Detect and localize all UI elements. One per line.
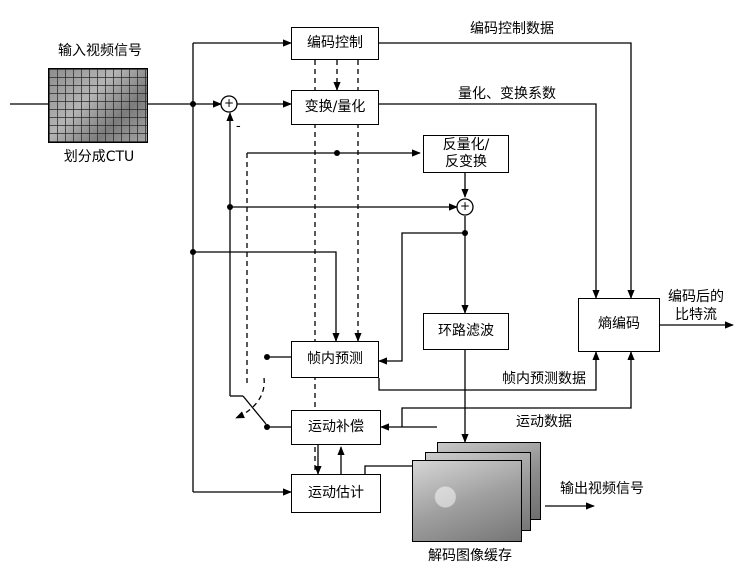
minus-sign: - <box>236 119 241 134</box>
inverse-transform-block: 反量化/ 反变换 <box>423 135 509 173</box>
entropy-coding-block: 熵编码 <box>578 298 660 352</box>
motion-data-label: 运动数据 <box>516 414 572 430</box>
to-intra-prediction-line <box>193 251 340 342</box>
junction-dot <box>227 204 233 210</box>
quant-coeffs-label: 量化、变换系数 <box>458 86 556 102</box>
residual-adder <box>220 95 238 113</box>
intra-data-line <box>378 351 600 391</box>
coding-control-data-label: 编码控制数据 <box>470 21 554 37</box>
motion-compensation-block: 运动补偿 <box>291 410 381 445</box>
transform-quant-block: 变换/量化 <box>291 90 379 125</box>
recon-adder-symbol: + <box>460 199 471 213</box>
junction-dot <box>190 249 196 255</box>
motion-estimation-block: 运动估计 <box>291 474 381 513</box>
quant-coeffs-line <box>379 103 600 299</box>
intra-prediction-block: 帧内预测 <box>291 341 379 378</box>
switch-blade-line <box>242 395 267 425</box>
input-video-label: 输入视频信号 <box>58 43 142 59</box>
intra-data-label: 帧内预测数据 <box>502 371 586 387</box>
junction-dot <box>462 230 468 236</box>
recon-to-intra-line <box>378 232 465 365</box>
switch-contact-intra <box>264 354 270 360</box>
output-bitstream-label: 编码后的 比特流 <box>668 289 724 323</box>
input-frame-thumbnail <box>48 68 148 143</box>
decoded-frame-front <box>412 460 522 542</box>
ctu-split-label: 划分成CTU <box>63 149 135 165</box>
switch-contact-inter <box>264 424 270 430</box>
junction-dot <box>190 101 196 107</box>
output-video-label: 输出视频信号 <box>560 481 644 497</box>
residual-adder-symbol: + <box>224 96 235 110</box>
decoded-buffer-label: 解码图像缓存 <box>428 548 512 564</box>
coding-control-data-line <box>379 42 635 299</box>
switch-arc-line <box>235 377 265 419</box>
loop-filter-block: 环路滤波 <box>423 313 509 350</box>
coding-control-block: 编码控制 <box>291 27 379 60</box>
motion-data-line <box>401 351 635 427</box>
reconstruction-adder <box>456 198 474 216</box>
junction-dot <box>334 150 340 156</box>
